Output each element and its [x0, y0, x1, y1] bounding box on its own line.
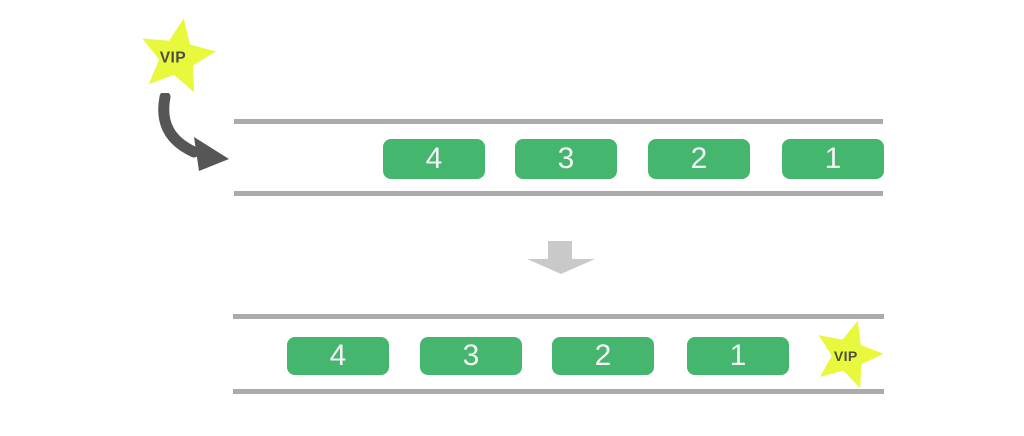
queue-item: 2	[552, 337, 654, 375]
queue-item: 1	[687, 337, 789, 375]
vip-label: VIP	[834, 348, 858, 364]
star-icon	[142, 18, 216, 93]
queue-item: 3	[515, 139, 617, 179]
vip-star-arriving: VIP	[142, 18, 216, 93]
queue-item: 4	[383, 139, 485, 179]
queue-rail-bottom	[233, 389, 884, 394]
queue-item: 4	[287, 337, 389, 375]
transition-arrow-shaft	[548, 241, 572, 260]
enqueue-arrow-icon	[158, 93, 229, 171]
vip-label: VIP	[160, 50, 186, 67]
queue-item: 3	[420, 337, 522, 375]
queue-rail-top	[234, 119, 883, 124]
queue-item: 1	[782, 139, 884, 179]
enqueue-arrow-shaft	[158, 93, 200, 158]
vip-star-queued: VIP	[818, 320, 884, 389]
queue-before: 4 3 2 1	[234, 119, 884, 196]
queue-after: 4 3 2 1	[233, 314, 884, 394]
queue-rail-bottom	[234, 191, 883, 196]
queue-rail-top	[233, 314, 884, 319]
transition-arrow-icon	[527, 241, 595, 274]
star-icon	[818, 320, 884, 389]
transition-arrow-head	[527, 259, 595, 274]
enqueue-arrow-head	[194, 137, 229, 171]
queue-item: 2	[648, 139, 750, 179]
